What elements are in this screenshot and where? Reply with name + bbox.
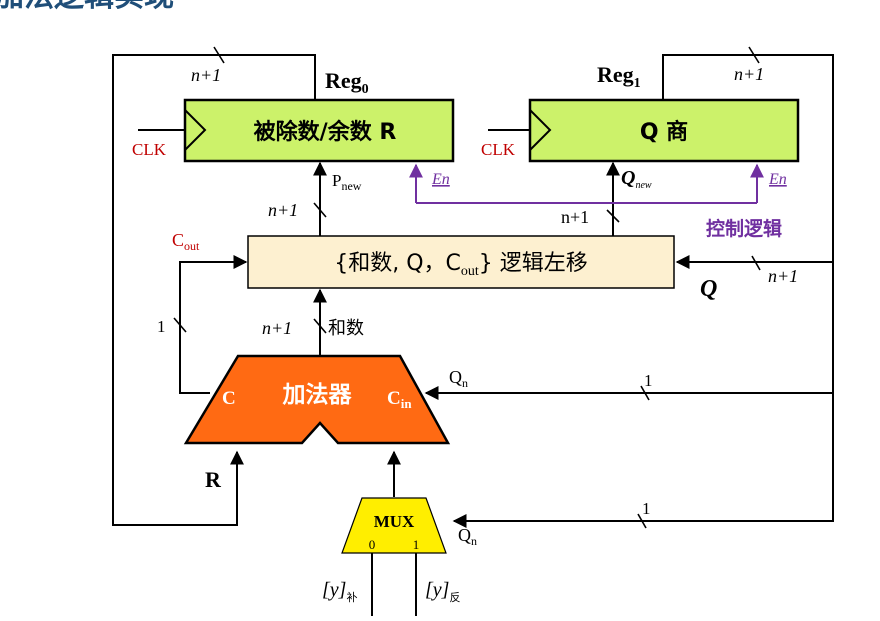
mux-input1: 1 — [413, 537, 420, 552]
reg1-label: Reg1 — [597, 62, 641, 91]
carry-width: 1 — [157, 317, 166, 336]
adder-carry-out: C — [222, 388, 236, 409]
reg0-content: 被除数/余数 R — [254, 119, 397, 145]
control-logic-label: 控制逻辑 — [706, 217, 782, 240]
mux-block: MUX 0 1 — [341, 497, 447, 554]
sum-width: n+1 — [262, 318, 292, 338]
q-input-width: n+1 — [768, 266, 798, 286]
adder-block: 加法器 C Cin — [183, 354, 451, 445]
wire-r-feedback — [112, 54, 316, 526]
pnew-label: Pnew — [332, 171, 362, 193]
reg0-bus-width: n+1 — [191, 65, 221, 85]
mux-label: MUX — [374, 512, 415, 531]
r-label: R — [205, 467, 222, 492]
sum-label: 和数 — [328, 318, 364, 339]
slide-title: 加法逻辑实现 — [0, 0, 174, 14]
enable-label-right: En — [768, 171, 787, 188]
y-inverse-label: [y]反 — [425, 579, 460, 604]
adder-shape — [183, 354, 451, 445]
qnew-label: Qnew — [621, 167, 652, 191]
reg0-label: Reg0 — [325, 68, 369, 97]
bus-slashes — [173, 46, 761, 529]
control-wires — [409, 163, 764, 204]
reg0-clk-label: CLK — [132, 140, 167, 159]
register-reg0: 被除数/余数 R Reg0 CLK n+1 — [132, 65, 455, 163]
reg1-bus-width: n+1 — [734, 64, 764, 84]
wire-qn-bottom — [452, 54, 834, 528]
cout-label: Cout — [172, 230, 200, 253]
y-complement-label: [y]补 — [322, 579, 357, 604]
shifter-block: {和数, Q，Cout} 逻辑左移 — [247, 235, 675, 289]
reg0-clk-triangle — [184, 109, 207, 151]
width-left-mid: n+1 — [268, 200, 298, 220]
qn-bottom-width: 1 — [642, 499, 651, 518]
reg1-clk-triangle — [529, 109, 552, 151]
register-reg1: Q 商 Reg1 CLK n+1 — [481, 62, 800, 163]
adder-cin: Cin — [387, 388, 412, 411]
width-right-mid: n+1 — [561, 207, 589, 227]
enable-label-left: En — [431, 171, 450, 188]
reg1-clk-label: CLK — [481, 140, 516, 159]
mux-shape — [341, 497, 447, 554]
reg1-content: Q 商 — [640, 119, 688, 145]
qn-top-label: Qn — [449, 367, 468, 390]
q-input-label: Q — [700, 276, 717, 302]
reg0-box — [183, 98, 455, 163]
shifter-label: {和数, Q，Cout} 逻辑左移 — [334, 251, 588, 279]
wires — [112, 54, 834, 616]
reg1-box — [528, 98, 800, 163]
qn-bottom-label: Qn — [458, 525, 477, 548]
adder-label: 加法器 — [282, 382, 353, 408]
shifter-box — [247, 235, 675, 289]
mux-input0: 0 — [369, 537, 376, 552]
qn-top-width: 1 — [644, 371, 653, 390]
wire-cout — [179, 255, 248, 394]
